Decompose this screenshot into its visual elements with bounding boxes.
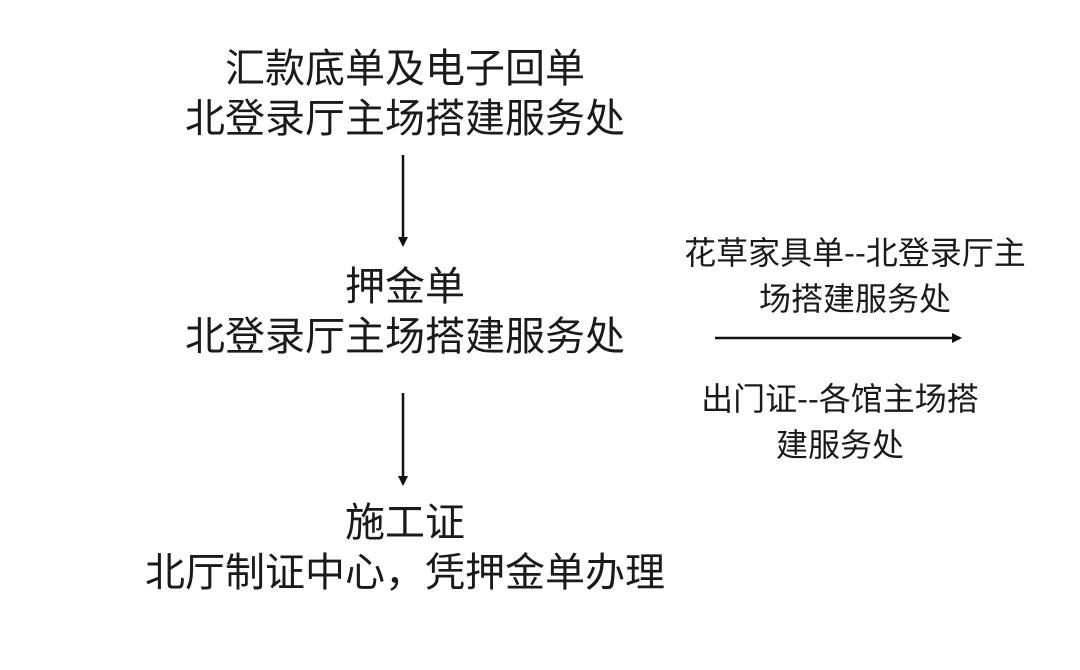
step-title: 押金单 <box>345 264 465 310</box>
branch-text-line: 花草家具单--北登录厅主 <box>684 234 1026 272</box>
branch-text-line: 场搭建服务处 <box>758 280 951 318</box>
step-deposit-slip: 押金单 北登录厅主场搭建服务处 <box>150 262 660 362</box>
step-location: 北登录厅主场搭建服务处 <box>185 96 625 142</box>
step-remittance-receipt: 汇款底单及电子回单 北登录厅主场搭建服务处 <box>150 44 660 144</box>
step-construction-permit: 施工证 北厅制证中心，凭押金单办理 <box>110 498 700 598</box>
branch-flower-furniture-form: 花草家具单--北登录厅主 场搭建服务处 <box>650 230 1060 322</box>
step-location: 北厅制证中心，凭押金单办理 <box>145 550 665 596</box>
branch-exit-pass: 出门证--各馆主场搭 建服务处 <box>650 376 1030 468</box>
step-title: 汇款底单及电子回单 <box>225 46 585 92</box>
step-title: 施工证 <box>345 500 465 546</box>
branch-text-line: 建服务处 <box>775 426 904 464</box>
branch-text-line: 出门证--各馆主场搭 <box>701 380 979 418</box>
step-location: 北登录厅主场搭建服务处 <box>185 314 625 360</box>
